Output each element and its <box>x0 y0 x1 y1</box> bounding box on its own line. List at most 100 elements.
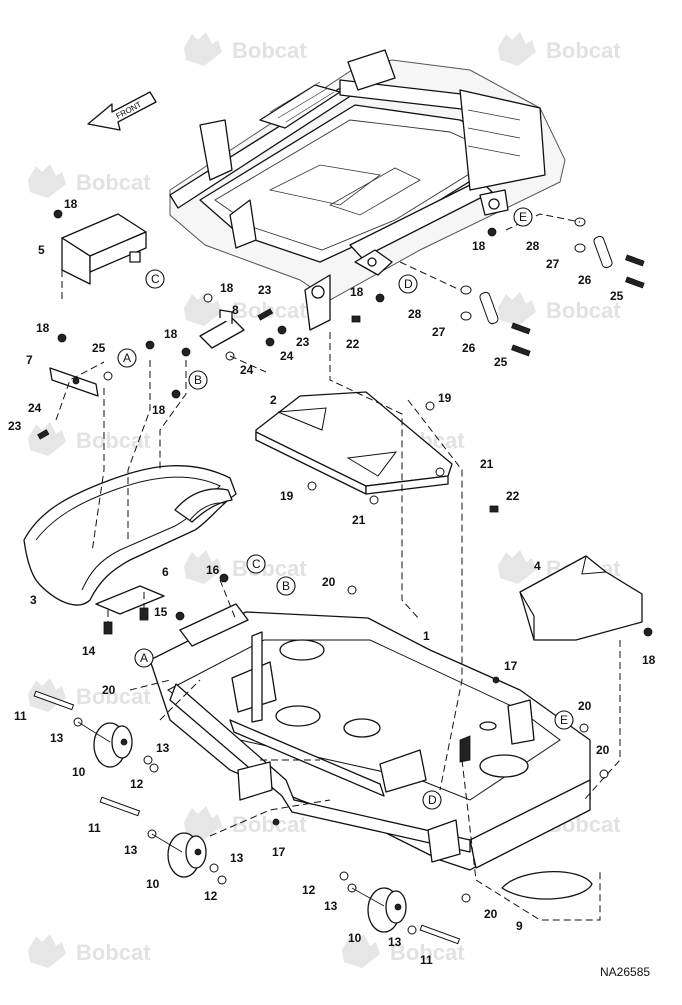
callout-number: 21 <box>480 457 494 471</box>
callout-number: 22 <box>346 337 360 351</box>
callout-number: 18 <box>642 653 656 667</box>
callout-number: 18 <box>350 285 364 299</box>
bobcat-logo-icon: Bobcat <box>28 422 151 456</box>
callout-number: 23 <box>296 335 310 349</box>
callout-number: 12 <box>130 777 144 791</box>
assembly-lines <box>55 213 621 921</box>
svg-text:A: A <box>140 651 148 665</box>
letter-circle: D <box>422 790 442 810</box>
watermark-text: Bobcat <box>390 940 465 965</box>
callout-number: 1 <box>423 629 430 643</box>
bobcat-logo-icon: Bobcat <box>28 164 151 198</box>
callout-number: 11 <box>14 709 27 723</box>
watermark-text: Bobcat <box>232 812 307 837</box>
watermark-text: Bobcat <box>76 170 151 195</box>
callout-number: 18 <box>220 281 234 295</box>
callout-number: 23 <box>258 283 272 297</box>
part-4-deck-cover <box>519 555 643 641</box>
callout-number: 25 <box>92 341 106 355</box>
callout-number: 28 <box>526 239 540 253</box>
part-2-baffle-plate <box>255 391 453 495</box>
bobcat-logo-icon: Bobcat <box>184 806 307 840</box>
part-5-bracket <box>61 213 147 300</box>
caster-wheel <box>367 887 407 933</box>
callout-number: 13 <box>388 935 402 949</box>
front-direction-arrow: FRONT <box>87 91 157 131</box>
letter-circle: B <box>276 576 296 596</box>
callout-number: 25 <box>610 289 624 303</box>
callout-number: 11 <box>88 821 101 835</box>
svg-text:B: B <box>194 373 202 387</box>
callout-number: 28 <box>408 307 422 321</box>
watermark-text: Bobcat <box>232 38 307 63</box>
letter-circle: D <box>398 274 418 294</box>
svg-text:E: E <box>560 713 568 727</box>
figure-reference-code: NA26585 <box>600 965 650 979</box>
part-8-bracket <box>199 309 245 349</box>
svg-text:C: C <box>151 272 160 286</box>
callout-number: 19 <box>438 391 452 405</box>
callout-number: 22 <box>506 489 520 503</box>
callout-number: 27 <box>546 257 560 271</box>
part-1-mower-deck <box>149 603 591 871</box>
callout-number: 23 <box>8 419 22 433</box>
callout-number: 9 <box>516 919 523 933</box>
letter-callouts: A A B B C C D D E E <box>117 207 574 810</box>
bobcat-logo-icon: Bobcat <box>342 934 465 968</box>
bobcat-logo-icon: Bobcat <box>184 292 307 326</box>
callout-number: 12 <box>302 883 316 897</box>
watermark-text: Bobcat <box>232 556 307 581</box>
callout-number: 7 <box>26 353 33 367</box>
callout-number: 20 <box>484 907 498 921</box>
callout-number: 20 <box>596 743 610 757</box>
caster-wheel <box>93 722 133 768</box>
letter-circle: E <box>554 710 574 730</box>
callout-number: 15 <box>154 605 168 619</box>
svg-text:A: A <box>123 351 131 365</box>
callout-number: 26 <box>578 273 592 287</box>
part-9-skid-pad <box>501 871 593 900</box>
bobcat-logo-icon: Bobcat <box>184 550 307 584</box>
callout-number: 13 <box>230 851 244 865</box>
callout-number: 12 <box>204 889 218 903</box>
letter-circle: C <box>145 269 165 289</box>
callout-number: 20 <box>578 699 592 713</box>
callout-number: 24 <box>240 363 254 377</box>
watermark-text: Bobcat <box>546 38 621 63</box>
callout-number: 20 <box>322 575 336 589</box>
callout-number: 13 <box>50 731 64 745</box>
watermark-text: Bobcat <box>76 428 151 453</box>
letter-circle: B <box>188 370 208 390</box>
letter-circle: C <box>246 554 266 574</box>
part-6-plate <box>95 585 165 635</box>
callout-number: 18 <box>64 197 78 211</box>
mower-main-frame <box>169 49 566 331</box>
letter-circle: A <box>134 648 154 668</box>
caster-wheel <box>167 832 207 878</box>
svg-text:E: E <box>519 210 527 224</box>
callout-number: 20 <box>102 683 116 697</box>
svg-text:C: C <box>252 557 261 571</box>
callout-number: 13 <box>124 843 138 857</box>
svg-text:B: B <box>282 579 290 593</box>
callout-numbers: 1 2 3 4 5 6 7 8 9 10 10 10 11 11 11 12 1… <box>8 197 656 967</box>
callout-number: 17 <box>504 659 518 673</box>
svg-text:D: D <box>404 277 413 291</box>
bobcat-logo-icon: Bobcat <box>498 32 621 66</box>
callout-number: 24 <box>28 401 42 415</box>
callout-number: 11 <box>420 953 433 967</box>
callout-number: 6 <box>162 565 169 579</box>
callout-number: 13 <box>156 741 170 755</box>
callout-number: 10 <box>348 931 362 945</box>
bobcat-logo-icon: Bobcat <box>28 934 151 968</box>
watermark-text: Bobcat <box>546 298 621 323</box>
letter-circle: A <box>117 348 137 368</box>
callout-number: 2 <box>270 393 277 407</box>
callout-number: 14 <box>82 644 96 658</box>
callout-number: 5 <box>38 243 45 257</box>
bobcat-logo-icon: Bobcat <box>184 32 307 66</box>
callout-number: 19 <box>280 489 294 503</box>
callout-number: 27 <box>432 325 446 339</box>
